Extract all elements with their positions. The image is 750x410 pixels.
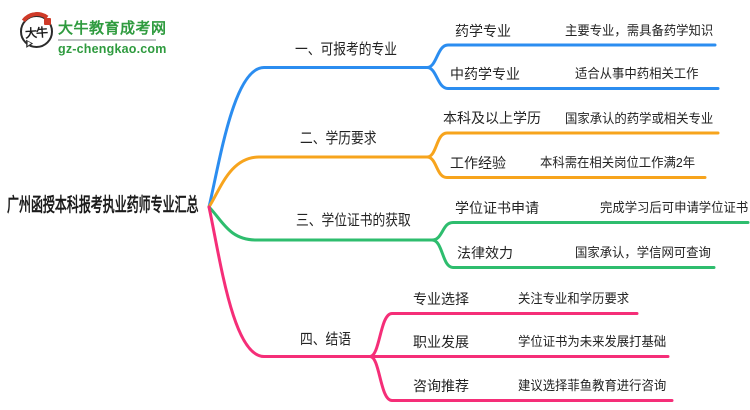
branch1-curve	[207, 66, 429, 209]
branch4-child1-line	[368, 312, 639, 358]
branch2-child1-line	[425, 131, 720, 159]
node-desc: 国家承认，学信网可查询	[575, 245, 711, 260]
site-logo: 大牛 大牛教育成考网 gz-chengkao.com	[15, 9, 200, 56]
logo-bull-icon: 大牛	[15, 9, 59, 54]
branch4-curve	[207, 205, 670, 358]
node-label: 咨询推荐	[413, 378, 469, 394]
branch1-label: 一、可报考的专业	[295, 41, 398, 58]
branch1-child2-line	[425, 66, 720, 90]
branch1-child1-line	[425, 43, 717, 69]
node-desc: 关注专业和学历要求	[518, 291, 630, 306]
node-label: 学位证书申请	[455, 200, 539, 216]
node-label: 中药学专业	[450, 66, 520, 82]
node-label: 本科及以上学历	[443, 110, 541, 126]
node-desc: 国家承认的药学或相关专业	[565, 111, 714, 126]
node-label: 法律效力	[457, 245, 513, 261]
branch4-label: 四、结语	[300, 331, 352, 348]
branch4-child3-line	[368, 355, 674, 402]
node-desc: 适合从事中药相关工作	[575, 66, 699, 81]
node-label: 药学专业	[455, 23, 511, 39]
node-label: 职业发展	[413, 334, 469, 350]
root-node: 广州函授本科报考执业药师专业汇总	[7, 195, 199, 216]
node-desc: 建议选择菲鱼教育进行咨询	[518, 378, 667, 393]
node-label: 专业选择	[413, 291, 469, 307]
logo-text-block: 大牛教育成考网 gz-chengkao.com	[58, 17, 167, 56]
logo-divider	[58, 39, 156, 41]
branch3-label: 三、学位证书的获取	[296, 212, 411, 229]
branch3-child1-line	[430, 221, 750, 242]
node-label: 工作经验	[450, 155, 506, 171]
node-desc: 主要专业，需具备药学知识	[565, 23, 714, 38]
branch3-child2-line	[430, 238, 716, 269]
branch2-label: 二、学历要求	[300, 130, 377, 147]
node-desc: 本科需在相关岗位工作满2年	[540, 155, 696, 170]
branch3-curve	[207, 205, 434, 242]
branch2-curve	[207, 155, 429, 209]
branch2-child2-line	[425, 155, 707, 179]
node-desc: 完成学习后可申请学位证书	[600, 200, 749, 215]
logo-title: 大牛教育成考网	[58, 20, 167, 37]
logo-seal-icon	[44, 18, 51, 25]
logo-domain: gz-chengkao.com	[58, 42, 167, 56]
node-desc: 学位证书为未来发展打基础	[518, 334, 667, 349]
logo-icon-text: 大牛	[24, 25, 48, 41]
